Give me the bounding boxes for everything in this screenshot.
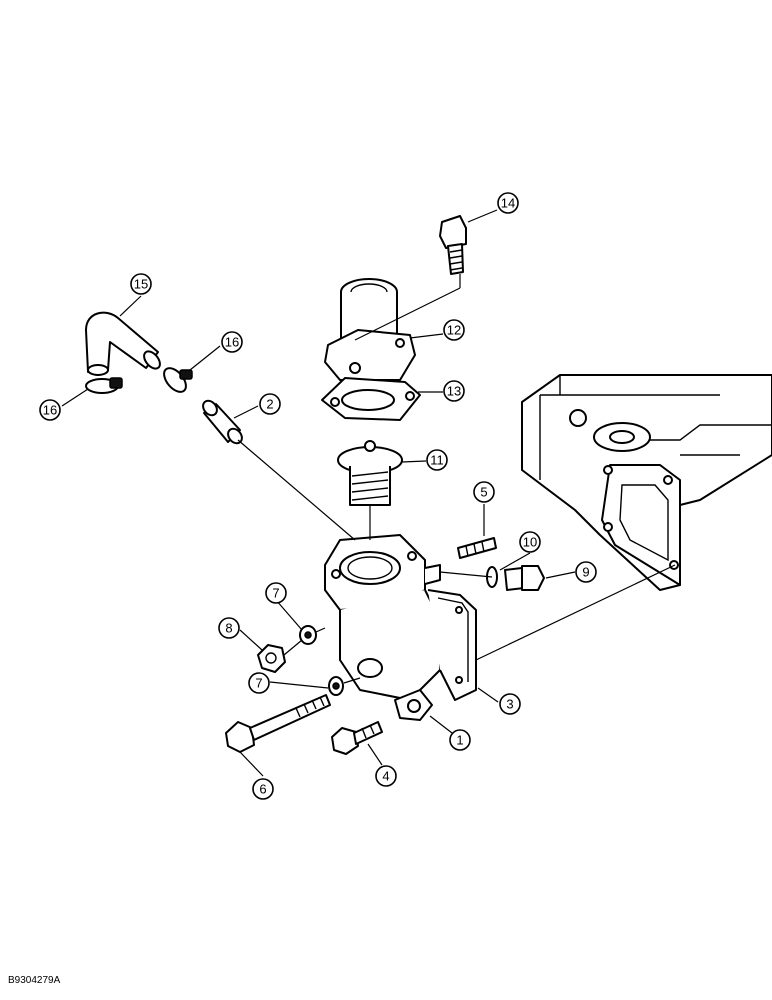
washer-7-lower-drawing — [328, 676, 344, 696]
callout-4: 4 — [375, 765, 397, 787]
nut-8-drawing — [257, 644, 286, 673]
callout-12-label: 12 — [447, 323, 461, 338]
hose-15-drawing — [85, 311, 161, 376]
thermostat-cover-12-drawing — [324, 278, 416, 381]
callout-7-lower: 7 — [248, 672, 270, 694]
callout-6: 6 — [252, 778, 274, 800]
callout-11: 11 — [426, 449, 448, 471]
callout-7-upper-label: 7 — [272, 586, 279, 601]
callout-7-upper: 7 — [265, 582, 287, 604]
thermostat-11-drawing — [337, 440, 403, 506]
callout-10: 10 — [519, 531, 541, 553]
callout-2: 2 — [259, 393, 281, 415]
bolt-6-drawing — [225, 694, 331, 753]
engine-block-drawing — [521, 374, 772, 591]
callout-1: 1 — [449, 729, 471, 751]
thermostat-housing-3-drawing — [324, 534, 477, 721]
clamp-16-right-drawing — [163, 367, 193, 393]
callout-1-label: 1 — [456, 733, 463, 748]
callout-14: 14 — [497, 192, 519, 214]
callout-16-left-label: 16 — [43, 403, 57, 418]
callout-2-label: 2 — [266, 397, 273, 412]
callout-14-label: 14 — [501, 196, 515, 211]
callout-5-label: 5 — [480, 485, 487, 500]
callout-8: 8 — [218, 617, 240, 639]
callout-15: 15 — [130, 273, 152, 295]
washer-7-upper-drawing — [299, 625, 317, 645]
callout-9-label: 9 — [582, 565, 589, 580]
callout-5: 5 — [473, 481, 495, 503]
plug-9-drawing — [504, 565, 545, 591]
callout-8-label: 8 — [225, 621, 232, 636]
callout-7-lower-label: 7 — [255, 676, 262, 691]
leader-lines — [61, 209, 676, 777]
callout-16-right: 16 — [221, 331, 243, 353]
callout-16-right-label: 16 — [225, 335, 239, 350]
callout-6-label: 6 — [259, 782, 266, 797]
callout-4-label: 4 — [382, 769, 389, 784]
bolt-14-drawing — [439, 215, 467, 275]
callout-16-left: 16 — [39, 399, 61, 421]
callout-3: 3 — [499, 693, 521, 715]
callout-15-label: 15 — [134, 277, 148, 292]
clamp-16-left-drawing — [85, 377, 123, 394]
fitting-2-drawing — [202, 399, 243, 445]
callout-3-label: 3 — [506, 697, 513, 712]
gasket-13-drawing — [321, 377, 421, 421]
image-code-label: B9304279A — [8, 975, 61, 986]
callout-13-label: 13 — [447, 384, 461, 399]
stud-5-drawing — [457, 537, 497, 559]
callout-11-label: 11 — [430, 453, 444, 468]
callout-13: 13 — [443, 380, 465, 402]
callout-9: 9 — [575, 561, 597, 583]
bolt-4-drawing — [331, 721, 383, 755]
callout-12: 12 — [443, 319, 465, 341]
callout-10-label: 10 — [523, 535, 537, 550]
